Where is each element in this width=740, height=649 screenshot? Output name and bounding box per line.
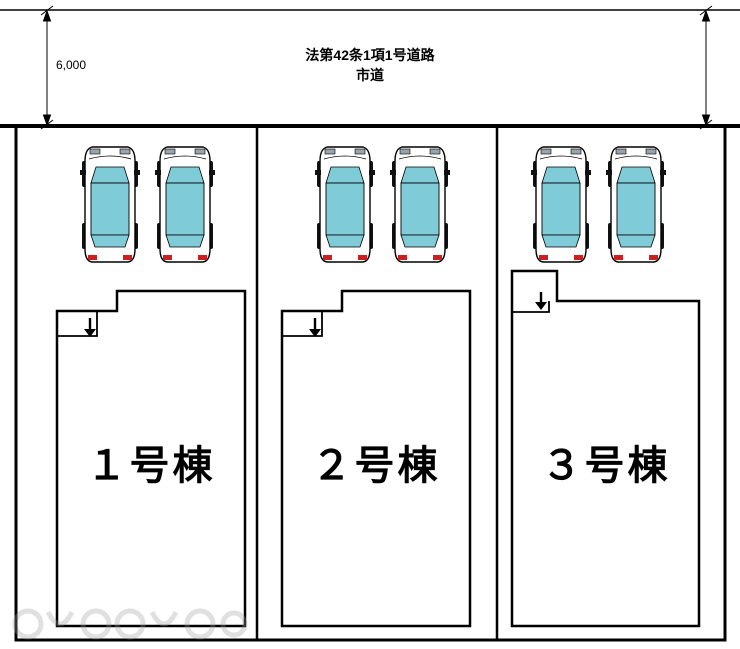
road-name: 法第42条1項1号道路 [305,47,435,63]
building-2-footprint [280,289,472,628]
parcel-boundary [14,124,727,642]
building-1-footprint [55,289,247,628]
entrance-arrow-1 [84,318,96,337]
entrance-arrow-2 [309,318,321,337]
road-label: 法第42条1項1号道路 市道 [305,46,434,85]
dimension-arrow-left [40,5,54,130]
lot-1-label: １号棟 [86,444,216,488]
car-icon [389,146,451,263]
dimension-label: 6,000 [56,58,87,72]
entrance-arrow-3 [535,292,547,310]
car-icon [154,146,216,263]
car-icon [79,146,141,263]
lot-2-label: ２号棟 [311,444,441,488]
car-icon [530,146,592,263]
lot-3-label: ３号棟 [541,444,671,488]
car-icon [314,146,376,263]
dimension-arrow-right [699,5,713,130]
building-3-footprint [510,269,701,628]
road-type: 市道 [356,66,384,83]
car-icon [605,146,667,263]
watermark [12,608,248,640]
